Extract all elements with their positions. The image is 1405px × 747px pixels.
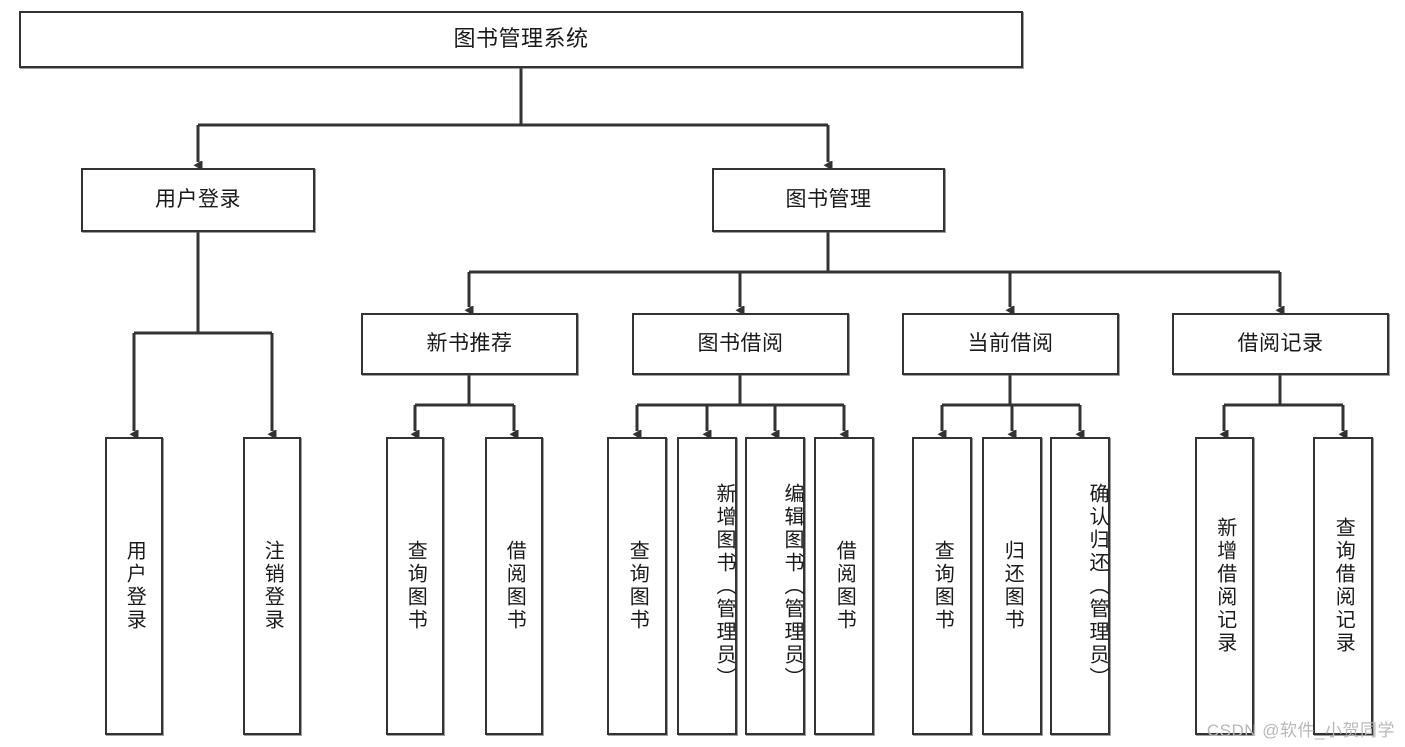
leaf-query-book-3-label: 查询图书 [931, 540, 954, 632]
leaf-query-book-2-label: 查询图书 [626, 540, 649, 632]
leaf-query-book-1[interactable]: 查询图书 [386, 437, 444, 735]
node-book-management[interactable]: 图书管理 [712, 168, 945, 232]
leaf-confirm-return[interactable]: 确认归还（管理员） [1050, 437, 1110, 735]
leaf-query-book-2[interactable]: 查询图书 [607, 437, 667, 735]
leaf-confirm-return-label: 确认归还（管理员） [1086, 482, 1108, 690]
node-user-login[interactable]: 用户登录 [81, 168, 315, 232]
node-borrow-record-label: 借阅记录 [1237, 332, 1324, 356]
node-user-login-label: 用户登录 [155, 188, 241, 212]
leaf-logout-login[interactable]: 注销登录 [243, 437, 301, 735]
leaf-return-book[interactable]: 归还图书 [982, 437, 1042, 735]
node-borrow-record[interactable]: 借阅记录 [1172, 313, 1389, 375]
node-current-borrow[interactable]: 当前借阅 [902, 313, 1119, 375]
leaf-user-login-label: 用户登录 [123, 540, 146, 632]
leaf-borrow-book-2-label: 借阅图书 [833, 540, 856, 632]
leaf-query-record[interactable]: 查询借阅记录 [1313, 437, 1373, 735]
leaf-add-book[interactable]: 新增图书（管理员） [677, 437, 737, 735]
node-book-borrow-label: 图书借阅 [697, 332, 784, 356]
node-root-label: 图书管理系统 [453, 26, 589, 52]
node-current-borrow-label: 当前借阅 [967, 332, 1054, 356]
leaf-query-book-3[interactable]: 查询图书 [912, 437, 972, 735]
leaf-return-book-label: 归还图书 [1001, 540, 1024, 632]
leaf-edit-book-label: 编辑图书（管理员） [781, 482, 803, 690]
node-book-borrow[interactable]: 图书借阅 [632, 313, 849, 375]
node-book-management-label: 图书管理 [785, 188, 872, 212]
leaf-logout-login-label: 注销登录 [261, 540, 284, 632]
leaf-add-book-label: 新增图书（管理员） [713, 482, 735, 690]
leaf-edit-book[interactable]: 编辑图书（管理员） [745, 437, 805, 735]
leaf-query-record-label: 查询借阅记录 [1332, 517, 1355, 655]
leaf-borrow-book-2[interactable]: 借阅图书 [814, 437, 874, 735]
csdn-watermark: CSDN @软件_小贺同学 [1206, 721, 1395, 740]
leaf-borrow-book-1-label: 借阅图书 [503, 540, 526, 632]
node-new-book-recommend-label: 新书推荐 [426, 332, 513, 356]
leaf-query-book-1-label: 查询图书 [404, 540, 427, 632]
leaf-borrow-book-1[interactable]: 借阅图书 [485, 437, 543, 735]
node-root-system[interactable]: 图书管理系统 [19, 11, 1023, 68]
leaf-add-record[interactable]: 新增借阅记录 [1195, 437, 1254, 735]
leaf-user-login[interactable]: 用户登录 [105, 437, 163, 735]
leaf-add-record-label: 新增借阅记录 [1213, 517, 1236, 655]
node-new-book-recommend[interactable]: 新书推荐 [361, 313, 578, 375]
